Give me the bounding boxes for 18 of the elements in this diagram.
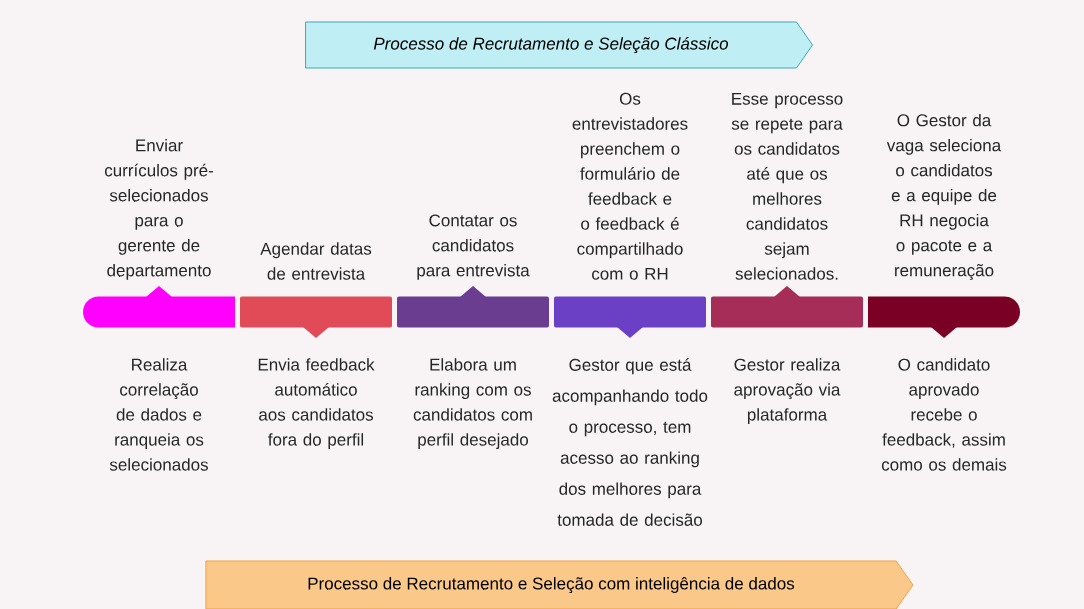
- step-text: O candidato aprovado recebe o feedback, assim como os demais: [881, 358, 1007, 471]
- step-text: Esse processo se repete para os candidatos até que os melhores candidatos sejam selecionados.: [731, 92, 843, 280]
- step-text: Enviar currículos pré-selecionados para o gerente de departamento: [104, 138, 214, 280]
- step-text: Os entrevistadores preenchem o formulário de feedback e o feedback é compartilhado com o RH: [572, 92, 688, 280]
- step-text: Agendar datas de entrevista: [260, 242, 372, 280]
- step-text: Elabora um ranking com os candidatos com perfil desejado: [413, 358, 532, 450]
- timeline-segment: [711, 286, 863, 328]
- timeline-segment: [554, 296, 706, 338]
- step-text: O Gestor da vaga seleciona o candidatos e a equipe de RH negocia o pacote e a remuneração: [886, 113, 1002, 280]
- step-text: Envia feedback automático aos candidatos fora do perfil: [258, 358, 375, 450]
- timeline-segment: [868, 296, 1020, 338]
- step-text: Realiza correlação de dados e ranqueia os selecionados: [109, 358, 208, 471]
- timeline-segment: [83, 286, 235, 328]
- timeline-segment: [240, 296, 392, 338]
- step-text: Contatar os candidatos para entrevista: [417, 214, 530, 280]
- timeline-segment: [397, 286, 549, 328]
- step-text: Gestor realiza aprovação via plataforma: [734, 358, 841, 425]
- step-text: Gestor que está acompanhando todo o processo, tem acesso ao ranking dos melhores para tomada de decisão: [552, 358, 708, 526]
